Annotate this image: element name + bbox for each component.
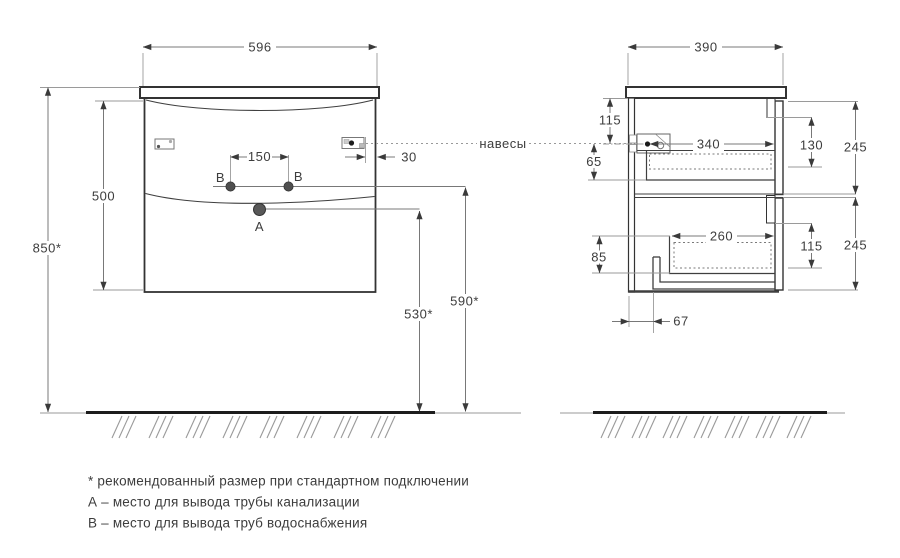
note-point-a: А – место для вывода трубы канализации <box>88 495 360 510</box>
front-cabinet <box>139 86 380 293</box>
point-b-left-marker <box>225 181 236 192</box>
dim-cabinet-height: 500 <box>90 100 143 291</box>
hanger-to-drawer-label: 65 <box>586 154 601 169</box>
drawer1-inner-box <box>637 150 775 181</box>
drain-pipe-outline <box>652 256 775 290</box>
point-b-right-label: B <box>294 169 303 184</box>
top-rail <box>766 98 776 118</box>
pipe-offset-label: 67 <box>673 314 688 329</box>
drawer2-front-height-label: 245 <box>844 238 867 253</box>
dim-drain-height: 530* <box>402 210 436 412</box>
drawer2-front <box>774 197 784 291</box>
front-basin-curve <box>145 99 374 112</box>
note-asterisk: * рекомендованный размер при стандартном… <box>88 474 469 489</box>
supply-points: B B <box>213 169 466 192</box>
front-countertop <box>139 86 380 99</box>
left-hanger-bracket-icon <box>154 138 175 150</box>
mid-rail <box>766 195 776 224</box>
dim-drawer1-inner: 340 <box>649 137 774 152</box>
dim-supply-height: 590* <box>448 187 482 412</box>
drain-height-label: 530* <box>404 307 433 322</box>
hangers-label: навесы <box>479 136 526 151</box>
dim-drawer2-front-height: 245 <box>841 197 871 291</box>
cabinet-height-label: 500 <box>92 189 115 204</box>
side-countertop <box>625 86 787 99</box>
total-height-label: 850* <box>33 241 62 256</box>
drawer1-front <box>774 100 784 196</box>
dim-drawer1-front-height: 245 <box>841 101 871 195</box>
note-point-b: В – место для вывода труб водоснабжения <box>88 516 367 531</box>
side-depth-label: 390 <box>694 40 717 55</box>
dim-bracket-offset: 30 <box>345 150 416 165</box>
supply-height-label: 590* <box>450 294 479 309</box>
right-hanger-bracket-icon <box>341 137 365 149</box>
point-b-left-label: B <box>216 170 225 185</box>
dim-side-depth: 390 <box>627 40 784 85</box>
drawer2-inner-box <box>668 236 775 275</box>
ground-front <box>40 411 521 439</box>
drawer2-inner-label: 260 <box>710 229 733 244</box>
side-view: 390 <box>584 40 871 333</box>
dim-front-width: 596 <box>142 40 378 86</box>
hangers-callout: навесы <box>366 136 631 151</box>
dim-bottom-clearance: 85 <box>589 235 670 274</box>
side-right-extensions <box>767 101 858 291</box>
point-a-label: A <box>255 219 264 234</box>
dim-total-height: 850* <box>31 87 140 413</box>
dim-top-to-hanger: 115 <box>598 98 628 144</box>
drawer2-clearance-label: 115 <box>800 239 822 254</box>
front-cabinet-body <box>143 97 377 293</box>
drawer1-front-height-label: 245 <box>844 140 867 155</box>
front-width-label: 596 <box>248 40 271 55</box>
bottom-clearance-label: 85 <box>591 250 606 265</box>
drain-point: A <box>253 203 420 234</box>
dim-drawer2-inner: 260 <box>671 229 774 244</box>
legend-notes: * рекомендованный размер при стандартном… <box>88 474 469 531</box>
side-cabinet <box>603 86 787 293</box>
dim-hole-spacing: 150 <box>230 149 289 183</box>
ground-side-hatch <box>600 415 812 439</box>
ground-front-hatch <box>111 415 396 439</box>
hole-spacing-label: 150 <box>248 149 271 164</box>
side-back-wall <box>627 97 636 293</box>
point-a-marker <box>253 203 266 216</box>
dim-drawer2-clearance: 115 <box>799 223 824 269</box>
drawer1-clearance-label: 130 <box>800 138 823 153</box>
front-drawer-divider-curve <box>145 192 375 204</box>
dim-pipe-offset: 67 <box>612 292 688 333</box>
bracket-offset-label: 30 <box>401 150 416 165</box>
drawer1-inner-label: 340 <box>697 137 720 152</box>
point-b-right-marker <box>283 181 294 192</box>
dim-drawer1-clearance: 130 <box>798 117 825 168</box>
top-to-hanger-label: 115 <box>599 113 621 128</box>
ground-side <box>560 411 845 439</box>
front-view: 596 наве <box>31 40 631 413</box>
dim-hanger-to-drawer: 65 <box>584 143 646 181</box>
